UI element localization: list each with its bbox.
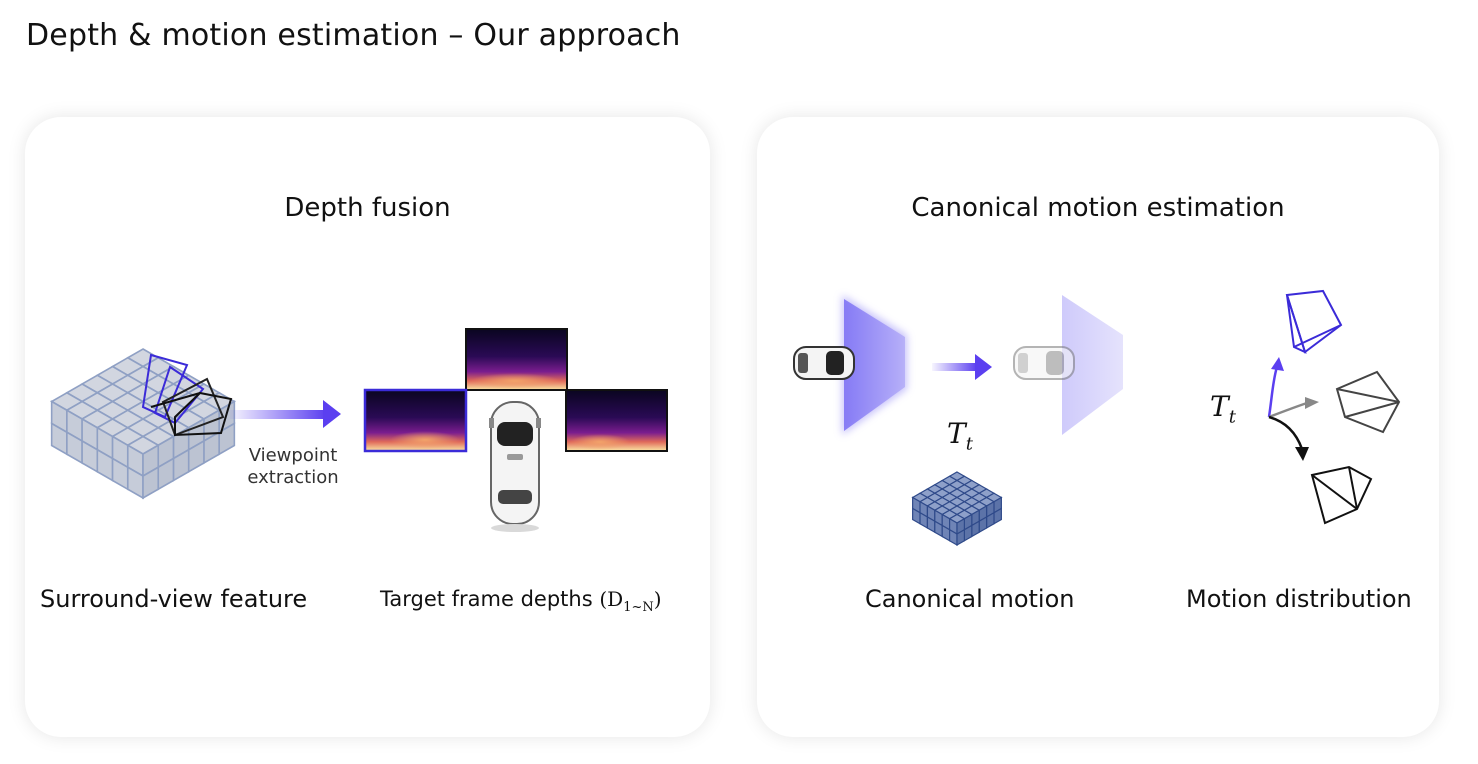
source-car-icon [793, 346, 855, 380]
transform-math-label: Tt [947, 417, 973, 455]
viewpoint-extraction-arrow [230, 400, 341, 428]
motion-distribution-label: Motion distribution [1186, 585, 1412, 613]
depth-map-right [565, 389, 668, 452]
distribution-arrows [1267, 357, 1319, 461]
frustum-purple-icon [1285, 289, 1343, 354]
target-frame-depths-label: Target frame depths (D1~N) [380, 587, 662, 615]
canonical-motion-voxel [911, 471, 1003, 547]
motion-arrow [932, 354, 992, 380]
canonical-motion-title: Canonical motion estimation [911, 193, 1285, 223]
motion-distribution-frustums [1285, 289, 1401, 525]
canonical-motion-panel: Canonical motion estimation [757, 117, 1439, 737]
target-depth-math: (D1~N) [599, 587, 662, 615]
target-camera-frustum [1062, 295, 1123, 435]
depth-fusion-title: Depth fusion [284, 193, 451, 223]
viewpoint-extraction-label: Viewpoint extraction [247, 445, 339, 488]
distribution-math-label: Tt [1210, 390, 1236, 428]
depth-map-front [465, 328, 568, 391]
canonical-motion-diagram [793, 289, 1401, 547]
source-camera-frustum [842, 295, 907, 435]
depth-map-left [363, 388, 468, 453]
page-title: Depth & motion estimation – Our approach [26, 18, 681, 53]
surround-view-feature-label: Surround-view feature [40, 585, 308, 613]
frustum-black-icon [1310, 465, 1373, 525]
frustum-gray-icon [1335, 370, 1401, 434]
depth-fusion-panel: Depth fusion [25, 117, 710, 737]
ego-car-icon [489, 401, 541, 532]
canonical-motion-label: Canonical motion [865, 585, 1075, 613]
depth-fusion-diagram [50, 328, 668, 532]
target-car-icon [1013, 346, 1075, 380]
camera-frustum-icons [141, 353, 233, 437]
